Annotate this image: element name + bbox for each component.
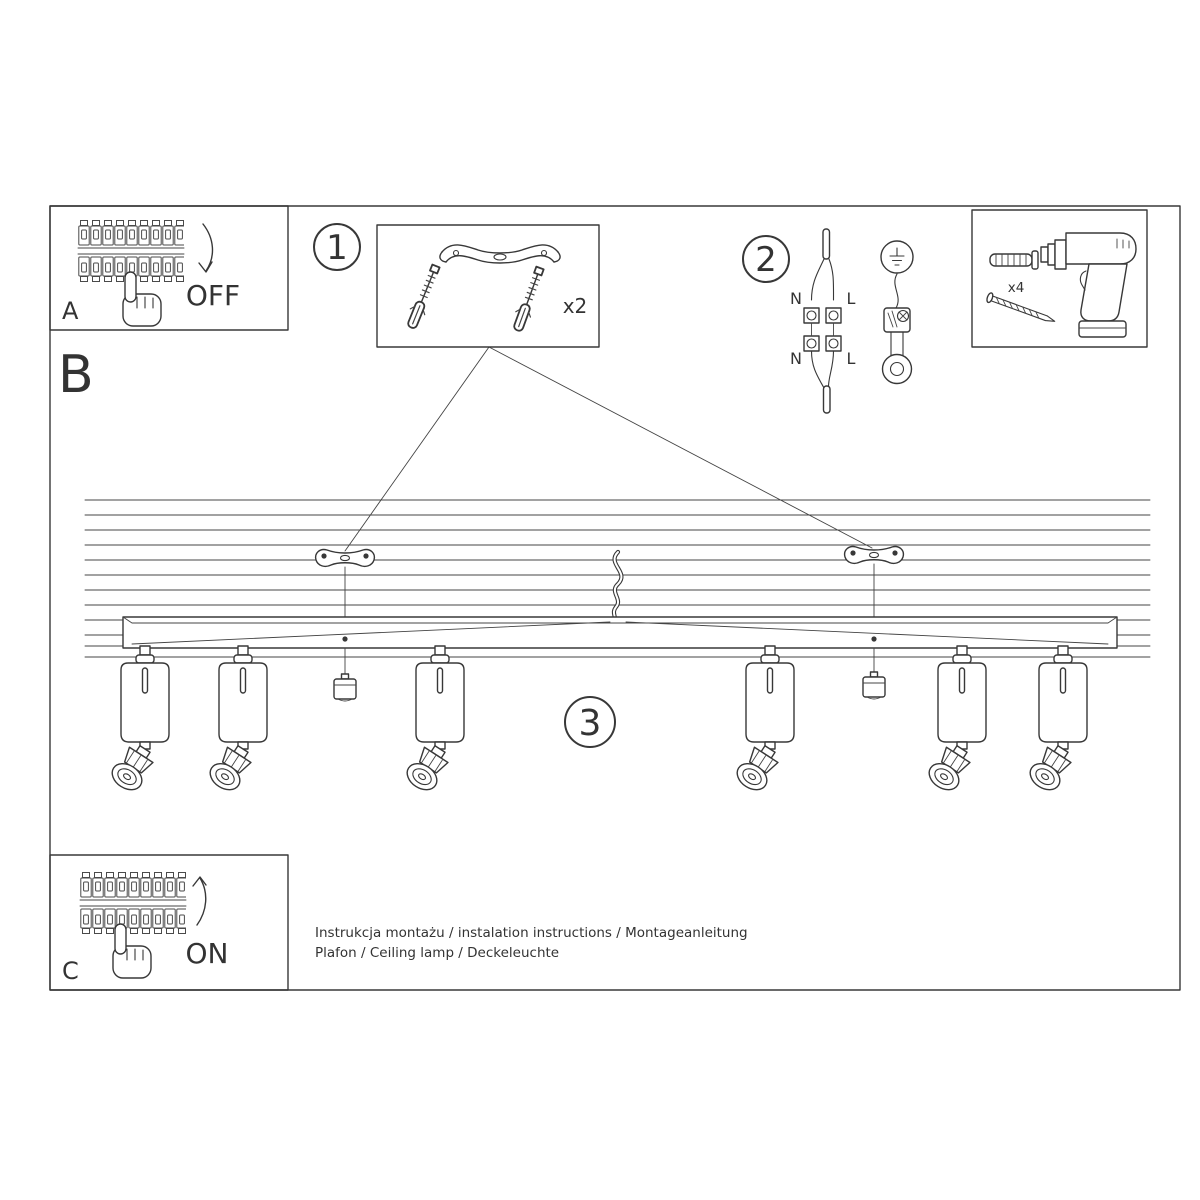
terminal-block-icon <box>803 307 842 352</box>
step-1-badge <box>313 223 361 271</box>
panel-c-box <box>49 854 289 991</box>
power-off-step: OFF A <box>49 205 289 331</box>
neutral-label-top: N <box>790 289 802 308</box>
spotlight-fixture <box>204 645 268 796</box>
assembly-guide-lines <box>344 346 873 552</box>
breaker-panel-icon <box>79 872 187 934</box>
instruction-title-line1: Instrukcja montażu / instalation instruc… <box>315 925 748 941</box>
neutral-label-bottom: N <box>790 349 802 368</box>
supply-cable-icon <box>810 228 835 301</box>
screw-icon <box>986 292 1056 322</box>
step-3-number: 3 <box>579 703 602 744</box>
step-2-number: 2 <box>755 240 777 280</box>
screw-anchor-icon <box>509 264 549 334</box>
socket-alignment-lines <box>344 647 875 675</box>
ceiling-bracket-right <box>843 545 905 565</box>
screw-anchor-icon <box>403 262 445 332</box>
live-label-top: L <box>847 289 856 308</box>
spotlight-fixture <box>401 645 465 796</box>
flip-up-arrow-icon <box>192 876 207 926</box>
mounting-step: 1 x2 <box>313 223 873 552</box>
spotlight-fixture <box>1024 645 1088 796</box>
power-on-step: ON C <box>49 854 289 991</box>
bracket-quantity-label: x2 <box>563 294 588 318</box>
bracket-alignment-lines <box>344 563 875 619</box>
track-screw-point-left <box>342 636 348 642</box>
section-c-label: C <box>62 957 79 985</box>
installation-view: 3 <box>84 499 1151 796</box>
spotlight-fixture <box>106 645 170 796</box>
on-label: ON <box>186 937 229 970</box>
track-screw-point-right <box>871 636 877 642</box>
anchor-quantity-label: x4 <box>1008 280 1025 296</box>
ceiling-bracket-left <box>314 548 376 568</box>
live-label-bottom: L <box>847 349 856 368</box>
step-2-badge <box>742 235 790 283</box>
drill-icon <box>1040 232 1137 338</box>
section-a-label: A <box>62 297 79 325</box>
step-3-badge <box>564 696 616 748</box>
mounting-track <box>122 616 1118 649</box>
flip-down-arrow-icon <box>198 223 214 273</box>
wall-plug-icon <box>989 250 1039 270</box>
outer-frame <box>49 205 1181 991</box>
bulb-socket <box>333 673 357 702</box>
ground-symbol-icon <box>880 240 914 274</box>
section-b-label: B <box>58 345 94 405</box>
panel-a-box <box>49 205 289 331</box>
spotlight-fixture <box>731 645 795 796</box>
tools-box: x4 <box>971 209 1148 348</box>
footer-text: Instrukcja montażu / instalation instruc… <box>315 925 748 961</box>
step-1-number: 1 <box>326 228 348 268</box>
bracket-icon <box>439 244 561 264</box>
off-label: OFF <box>186 279 240 312</box>
power-wire <box>611 549 624 622</box>
bulb-socket <box>862 671 886 700</box>
wiring-step: 2 N L N L <box>742 228 914 414</box>
ground-clamp-icon <box>881 273 913 385</box>
instruction-title-line2: Plafon / Ceiling lamp / Deckeleuchte <box>315 945 559 961</box>
lamp-cable-icon <box>810 350 835 414</box>
parts-box <box>376 224 600 348</box>
tools-box-frame <box>971 209 1148 348</box>
spotlight-fixture <box>923 645 987 796</box>
